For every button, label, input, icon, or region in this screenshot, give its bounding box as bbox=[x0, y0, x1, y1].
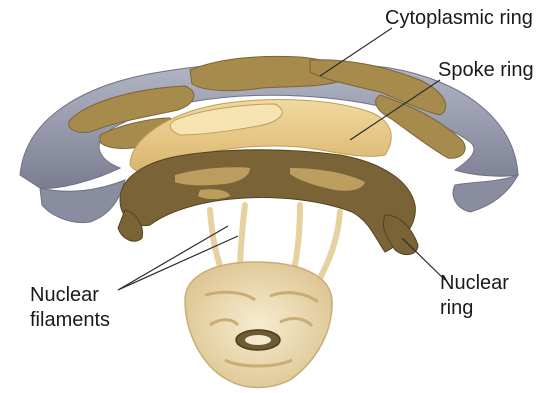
label-nuclear-filaments-line2: filaments bbox=[30, 308, 110, 333]
label-spoke-ring: Spoke ring bbox=[438, 58, 534, 83]
label-cytoplasmic-ring: Cytoplasmic ring bbox=[385, 6, 533, 31]
label-nuclear-filaments-line1: Nuclear bbox=[30, 283, 110, 308]
label-nuclear-ring-line1: Nuclear bbox=[440, 271, 509, 296]
leader-nuclear-ring bbox=[402, 238, 445, 280]
label-nuclear-ring-line2: ring bbox=[440, 296, 509, 321]
label-nuclear-ring: Nuclear ring bbox=[440, 271, 509, 321]
nuclear-basket-structure bbox=[185, 262, 332, 388]
label-nuclear-filaments: Nuclear filaments bbox=[30, 283, 110, 333]
nuclear-ring-structure bbox=[118, 150, 418, 255]
